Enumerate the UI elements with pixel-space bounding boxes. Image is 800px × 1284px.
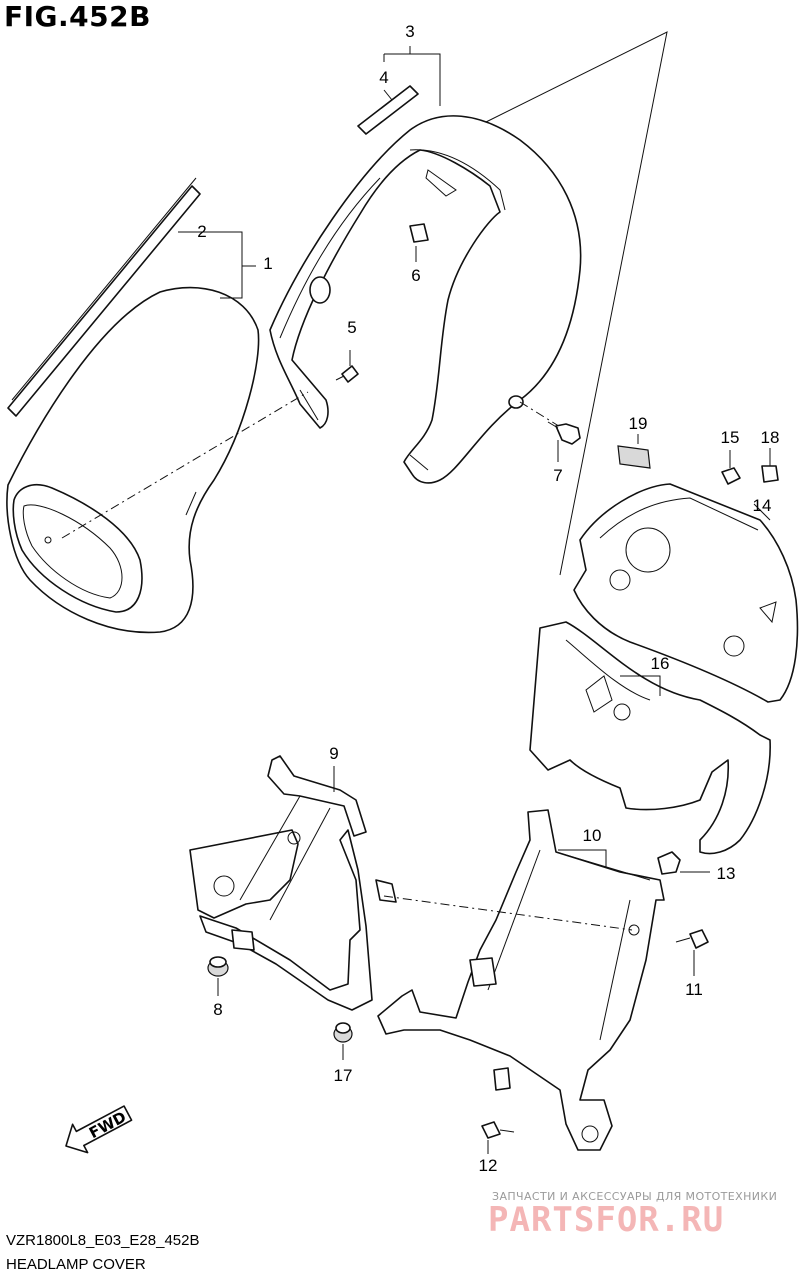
fwd-arrow-icon bbox=[65, 1105, 133, 1154]
callout-17: 17 bbox=[333, 1066, 353, 1085]
part-14-inner-cover bbox=[573, 483, 799, 703]
part-3-headlamp-cover bbox=[269, 115, 582, 484]
callout-4: 4 bbox=[379, 68, 389, 87]
part-16-under-cover bbox=[529, 621, 771, 855]
callout-15: 15 bbox=[720, 428, 740, 447]
callout-3: 3 bbox=[405, 22, 415, 41]
part-12-bolt bbox=[481, 1121, 515, 1139]
part-13-damper bbox=[657, 851, 681, 875]
figure-name: HEADLAMP COVER bbox=[6, 1256, 146, 1273]
part-17-grommet bbox=[333, 1022, 353, 1043]
callout-16: 16 bbox=[650, 654, 670, 673]
part-15-clip bbox=[721, 467, 741, 485]
part-18-nut bbox=[761, 465, 779, 483]
callout-6: 6 bbox=[411, 266, 421, 285]
callout-7: 7 bbox=[553, 466, 563, 485]
figure-title: FIG.452B bbox=[4, 0, 151, 33]
assembly-leader-triangle bbox=[485, 31, 668, 576]
callout-13: 13 bbox=[716, 864, 736, 883]
watermark-logo: PARTSFOR.RU bbox=[488, 1200, 725, 1240]
callout-8: 8 bbox=[213, 1000, 223, 1019]
callout-14: 14 bbox=[752, 496, 772, 515]
part-5-screw bbox=[335, 365, 359, 383]
part-19-rubber-pad bbox=[617, 445, 651, 469]
callout-9: 9 bbox=[329, 744, 339, 763]
part-4-seal bbox=[357, 85, 419, 135]
part-7-screw bbox=[547, 421, 581, 445]
part-8-grommet bbox=[207, 956, 229, 977]
watermark-tagline: ЗАПЧАСТИ И АКСЕССУАРЫ ДЛЯ МОТОТЕХНИКИ bbox=[492, 1190, 778, 1203]
callout-2: 2 bbox=[197, 222, 207, 241]
part-9-bracket bbox=[189, 755, 397, 1011]
callout-10: 10 bbox=[582, 826, 602, 845]
callout-12: 12 bbox=[478, 1156, 498, 1175]
leader-lines bbox=[178, 46, 771, 1154]
part-2-seal-strip bbox=[7, 185, 201, 417]
callout-18: 18 bbox=[760, 428, 780, 447]
part-11-bolt bbox=[675, 929, 709, 949]
part-1-headlamp-housing bbox=[6, 286, 260, 634]
figure-code: VZR1800L8_E03_E28_452B bbox=[6, 1232, 200, 1249]
callout-5: 5 bbox=[347, 318, 357, 337]
callout-1: 1 bbox=[263, 254, 273, 273]
part-10-bracket bbox=[377, 809, 665, 1151]
callout-11: 11 bbox=[685, 980, 703, 999]
callout-19: 19 bbox=[628, 414, 648, 433]
